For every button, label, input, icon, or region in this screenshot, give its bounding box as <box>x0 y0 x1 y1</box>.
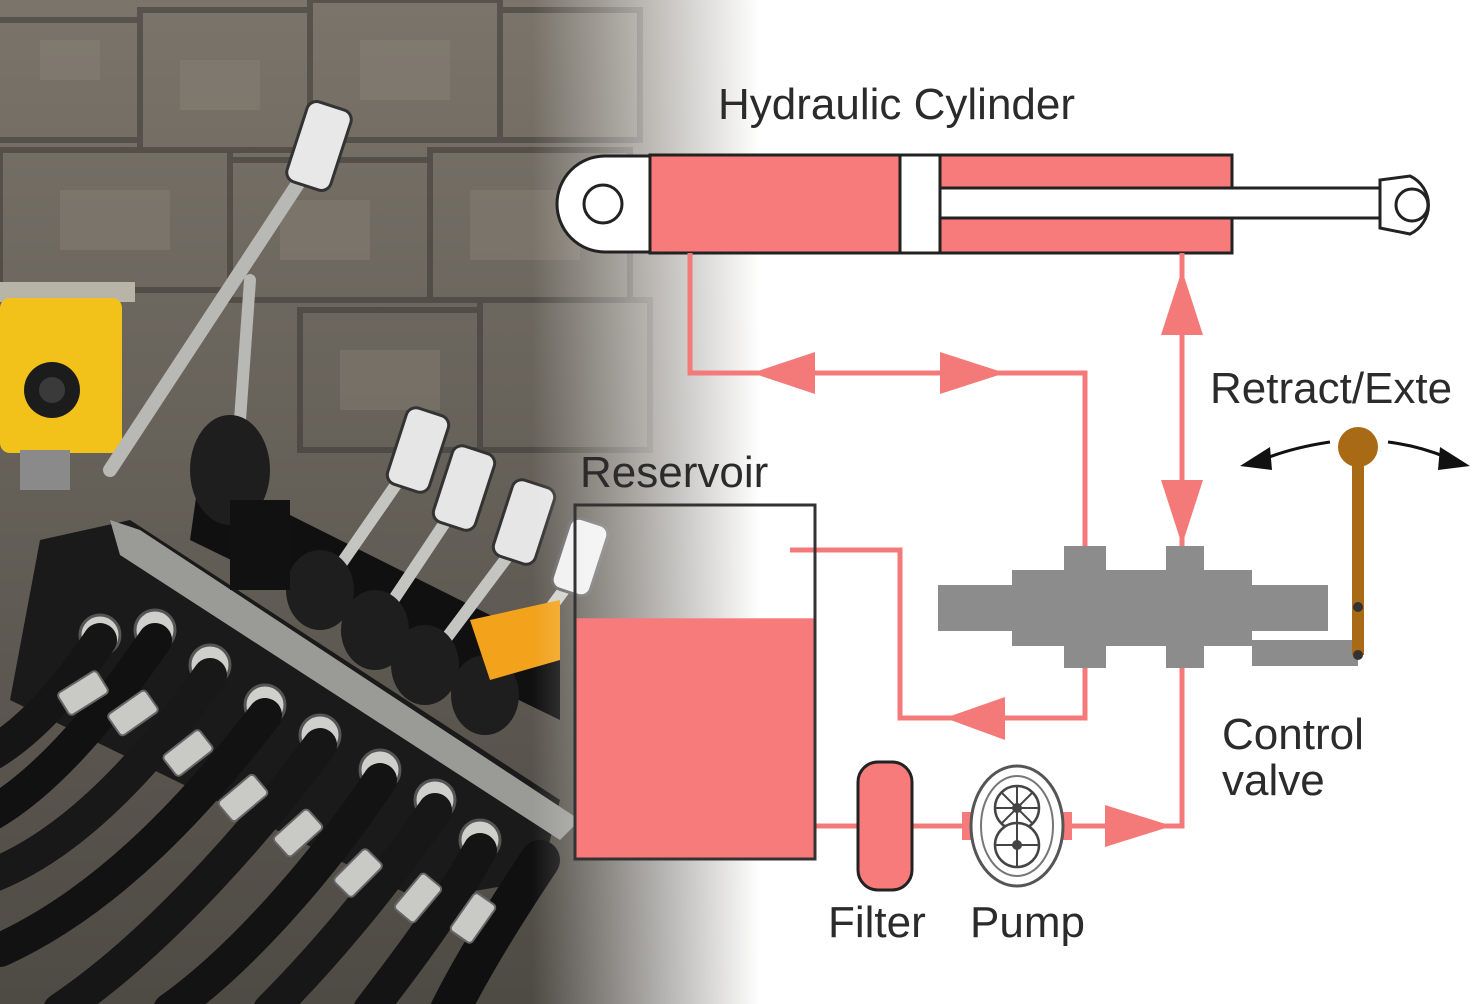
arrow-return <box>945 697 1005 740</box>
control-valve <box>938 546 1358 668</box>
reservoir-tank <box>573 503 817 861</box>
arrow-left <box>752 352 815 394</box>
pump-icon <box>962 764 1072 888</box>
cylinder-rear-eye-hole <box>582 183 624 225</box>
arrow-up <box>1161 270 1203 335</box>
arrow-down <box>1161 480 1203 545</box>
fluid-lines <box>687 253 1185 829</box>
arrow-retract-icon <box>1240 447 1272 470</box>
filter-label: Filter <box>828 898 926 947</box>
reservoir <box>573 503 817 861</box>
reservoir-label: Reservoir <box>580 448 769 497</box>
lever-knob <box>1338 427 1378 467</box>
pressure-line <box>815 668 1185 829</box>
cylinder-rear-line <box>687 253 1088 548</box>
control-lever <box>1338 427 1378 660</box>
arrow-extend-icon <box>1438 447 1470 470</box>
filter <box>856 760 914 892</box>
control-valve-label-line2: valve <box>1222 756 1325 806</box>
control-valve-label: Control valve <box>1222 710 1364 806</box>
arrow-right <box>940 352 1005 394</box>
retract-extend-label: Retract/Exte <box>1210 364 1453 413</box>
rod-end-eye-hole <box>1394 187 1430 223</box>
reservoir-fluid <box>575 618 815 859</box>
diagram-title: Hydraulic Cylinder <box>718 80 1076 129</box>
flow-arrows <box>752 270 1203 847</box>
hydraulic-cylinder <box>555 153 1430 255</box>
return-line <box>790 547 1088 721</box>
pump-label: Pump <box>970 898 1085 947</box>
cylinder-piston <box>898 153 942 255</box>
piston-rod <box>938 186 1382 220</box>
arrow-pressure <box>1105 805 1172 847</box>
control-valve-label-line1: Control <box>1222 710 1364 759</box>
